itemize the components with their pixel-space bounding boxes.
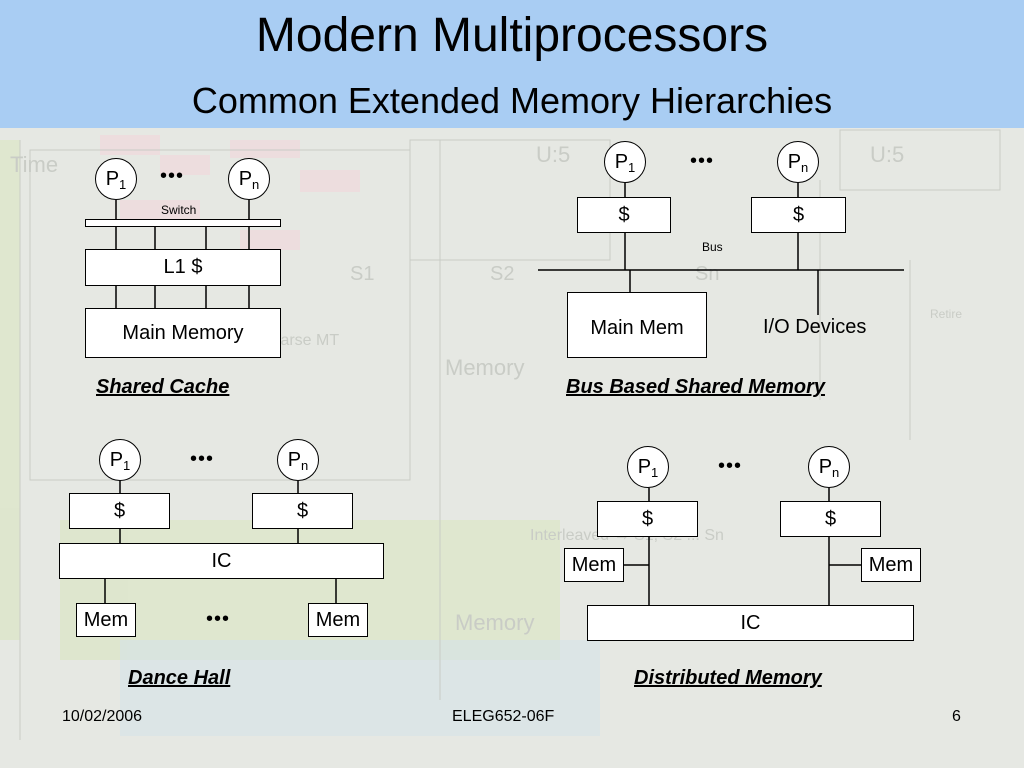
bus-label: Bus xyxy=(702,240,723,254)
processor-subscript: n xyxy=(301,457,309,473)
bus-ellipsis: ••• xyxy=(690,150,715,172)
switch-bar xyxy=(85,219,281,227)
processor-subscript: 1 xyxy=(651,464,659,480)
bus-cache-1: $ xyxy=(577,197,671,233)
main-memory-label: Main Memory xyxy=(122,321,244,344)
footer-date: 10/02/2006 xyxy=(62,708,143,725)
shared-cache-caption: Shared Cache xyxy=(96,376,230,398)
dance-hall-cache-n: $ xyxy=(252,493,353,529)
mem-label: Mem xyxy=(571,553,617,576)
footer-course: ELEG652-06F xyxy=(452,708,555,725)
shared-cache-ellipsis: ••• xyxy=(160,165,185,187)
ic-label: IC xyxy=(211,549,232,572)
dance-hall-top-ellipsis: ••• xyxy=(190,448,215,470)
l1-cache-box: L1 $ xyxy=(85,249,281,286)
cache-label: $ xyxy=(618,203,630,226)
main-mem-label: Main Mem xyxy=(590,317,684,339)
svg-text:S2: S2 xyxy=(490,263,514,285)
switch-label: Switch xyxy=(161,203,197,217)
distributed-cache-1: $ xyxy=(597,501,698,537)
processor-label: P xyxy=(787,150,802,173)
distributed-caption: Distributed Memory xyxy=(634,667,822,689)
cache-label: $ xyxy=(113,499,126,522)
footer-page-number: 6 xyxy=(952,708,961,725)
distributed-mem-1: Mem xyxy=(564,548,624,582)
cache-label: $ xyxy=(824,507,837,530)
io-devices-label: I/O Devices xyxy=(763,316,867,338)
bus-based-caption: Bus Based Shared Memory xyxy=(566,376,825,398)
slide-title: Modern Multiprocessors xyxy=(255,9,769,62)
cache-label: $ xyxy=(641,507,654,530)
svg-text:S1: S1 xyxy=(350,263,374,285)
dance-hall-caption: Dance Hall xyxy=(128,667,231,689)
mem-label: Mem xyxy=(315,608,361,631)
dance-hall-mem-1: Mem xyxy=(76,603,136,637)
distributed-ellipsis: ••• xyxy=(718,455,743,477)
dance-hall-bottom-ellipsis: ••• xyxy=(206,608,231,630)
processor-label: P xyxy=(105,167,120,190)
processor-subscript: 1 xyxy=(119,176,127,192)
processor-label: P xyxy=(287,448,302,471)
distributed-ic-box: IC xyxy=(587,605,914,641)
mem-label: Mem xyxy=(868,553,914,576)
processor-label: P xyxy=(109,448,124,471)
bus-cache-n: $ xyxy=(751,197,846,233)
svg-text:U:5: U:5 xyxy=(870,142,904,167)
cache-label: $ xyxy=(296,499,309,522)
bus-main-memory-box: Main Mem xyxy=(567,292,707,358)
svg-text:Memory: Memory xyxy=(455,610,534,635)
dance-hall-ic-box: IC xyxy=(59,543,384,579)
processor-subscript: n xyxy=(832,464,840,480)
distributed-mem-n: Mem xyxy=(861,548,921,582)
svg-text:Retire: Retire xyxy=(930,307,962,321)
ic-label: IC xyxy=(740,611,761,634)
svg-text:Time: Time xyxy=(10,152,58,177)
processor-subscript: 1 xyxy=(628,159,636,175)
svg-text:Memory: Memory xyxy=(445,355,524,380)
processor-label: P xyxy=(637,455,652,478)
distributed-cache-n: $ xyxy=(780,501,881,537)
l1-cache-label: L1 $ xyxy=(163,256,203,278)
processor-label: P xyxy=(614,150,629,173)
dance-hall-cache-1: $ xyxy=(69,493,170,529)
processor-label: P xyxy=(238,167,253,190)
mem-label: Mem xyxy=(83,608,129,631)
processor-subscript: 1 xyxy=(123,457,131,473)
title-banner xyxy=(0,0,1024,128)
processor-subscript: n xyxy=(252,176,260,192)
slide-subtitle: Common Extended Memory Hierarchies xyxy=(191,80,833,121)
cache-label: $ xyxy=(792,203,805,226)
svg-text:Sn: Sn xyxy=(695,263,719,285)
processor-subscript: n xyxy=(801,159,809,175)
dance-hall-mem-n: Mem xyxy=(308,603,368,637)
svg-text:U:5: U:5 xyxy=(536,142,570,167)
main-memory-box: Main Memory xyxy=(85,308,281,358)
processor-label: P xyxy=(818,455,833,478)
